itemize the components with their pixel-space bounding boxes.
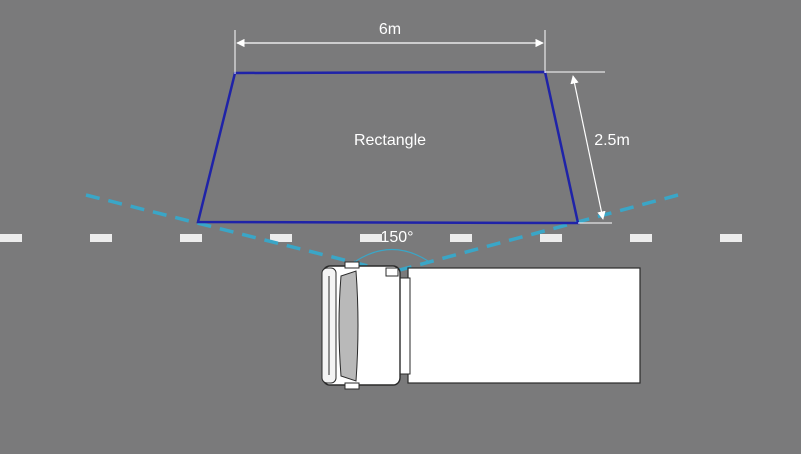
fov-line-left: [85, 193, 393, 274]
width-dimension: 6m: [234, 21, 546, 74]
truck-mirror-bottom: [344, 382, 360, 390]
depth-dimension: 2.5m: [545, 71, 630, 224]
truck-mirror-top: [344, 261, 360, 269]
truck-cargo-box: [407, 267, 641, 384]
truck-top-view-icon: [321, 261, 641, 390]
zone-shape-label: Rectangle: [354, 132, 426, 149]
depth-dimension-arrow: [570, 75, 606, 220]
truck-windshield: [338, 270, 359, 382]
fov-line-right: [391, 193, 679, 274]
camera-icon: [385, 267, 399, 277]
width-dimension-label: 6m: [379, 21, 401, 38]
camera-angle-label: 150°: [380, 229, 413, 246]
camera-angle-arc: [355, 249, 429, 262]
depth-dimension-label: 2.5m: [594, 132, 630, 149]
camera-fov-lines: [85, 193, 679, 274]
